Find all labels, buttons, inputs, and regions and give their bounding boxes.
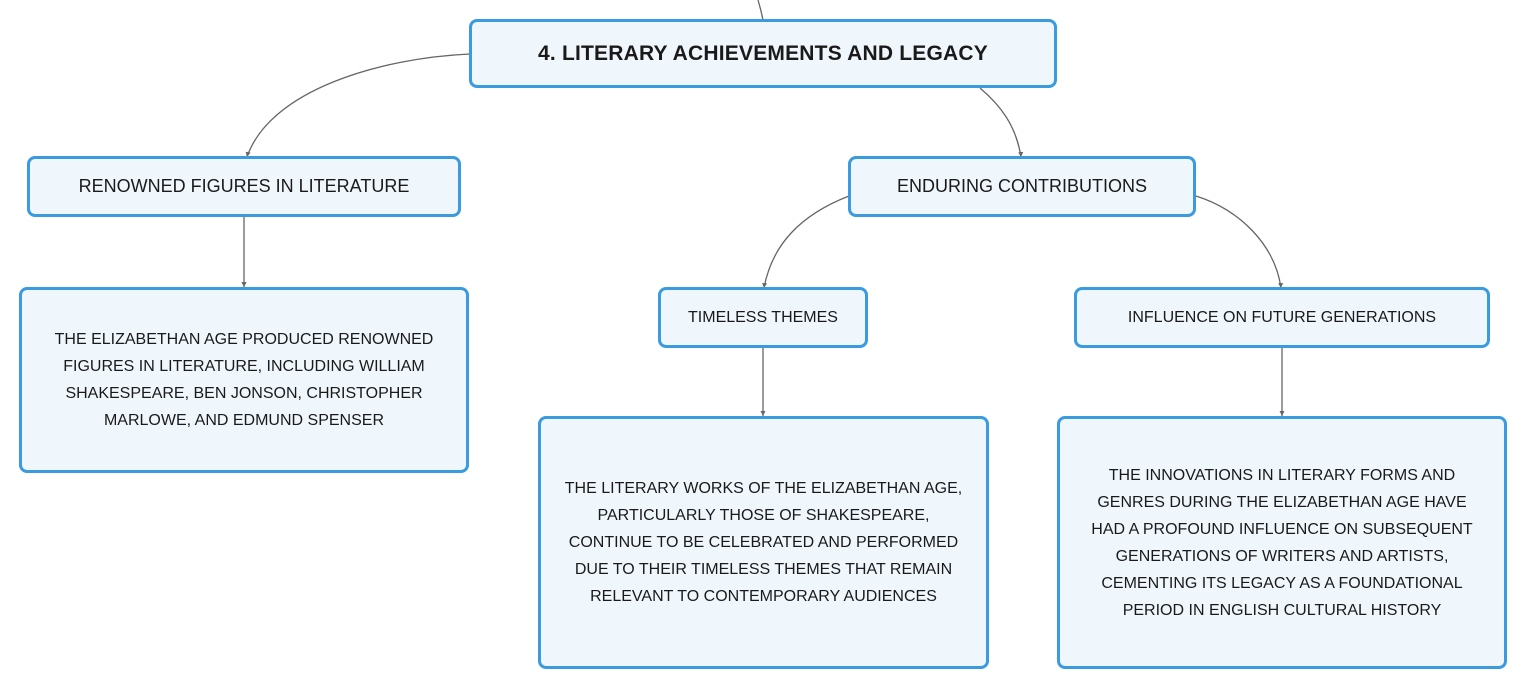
connector-root-to-renowned bbox=[246, 53, 471, 158]
connector-enduring-to-influence bbox=[1195, 195, 1282, 289]
enduring-contributions-label: ENDURING CONTRIBUTIONS bbox=[896, 176, 1147, 196]
connector-enduring-to-themes bbox=[763, 195, 850, 289]
renowned-figures-label: RENOWNED FIGURES IN LITERATURE bbox=[78, 176, 410, 196]
influence-future-generations-detail-node[interactable]: THE INNOVATIONS IN LITERARY FORMS AND GE… bbox=[1057, 416, 1507, 669]
connector-from-parent bbox=[757, 0, 764, 21]
root-topic-label: 4. LITERARY ACHIEVEMENTS AND LEGACY bbox=[538, 41, 988, 65]
connector-root-to-enduring bbox=[979, 87, 1022, 158]
renowned-figures-detail-node[interactable]: THE ELIZABETHAN AGE PRODUCED RENOWNED FI… bbox=[19, 287, 469, 473]
renowned-figures-node[interactable]: RENOWNED FIGURES IN LITERATURE bbox=[27, 156, 461, 217]
timeless-themes-label: TIMELESS THEMES bbox=[688, 308, 838, 326]
root-topic-node[interactable]: 4. LITERARY ACHIEVEMENTS AND LEGACY bbox=[469, 19, 1057, 88]
influence-future-generations-node[interactable]: INFLUENCE ON FUTURE GENERATIONS bbox=[1074, 287, 1490, 348]
influence-future-generations-label: INFLUENCE ON FUTURE GENERATIONS bbox=[1127, 308, 1437, 326]
enduring-contributions-node[interactable]: ENDURING CONTRIBUTIONS bbox=[848, 156, 1196, 217]
timeless-themes-detail-node[interactable]: THE LITERARY WORKS OF THE ELIZABETHAN AG… bbox=[538, 416, 989, 669]
timeless-themes-detail-text: THE LITERARY WORKS OF THE ELIZABETHAN AG… bbox=[564, 480, 963, 605]
renowned-figures-detail-text: THE ELIZABETHAN AGE PRODUCED RENOWNED FI… bbox=[54, 331, 434, 429]
timeless-themes-node[interactable]: TIMELESS THEMES bbox=[658, 287, 868, 348]
influence-future-generations-detail-text: THE INNOVATIONS IN LITERARY FORMS AND GE… bbox=[1091, 466, 1473, 619]
